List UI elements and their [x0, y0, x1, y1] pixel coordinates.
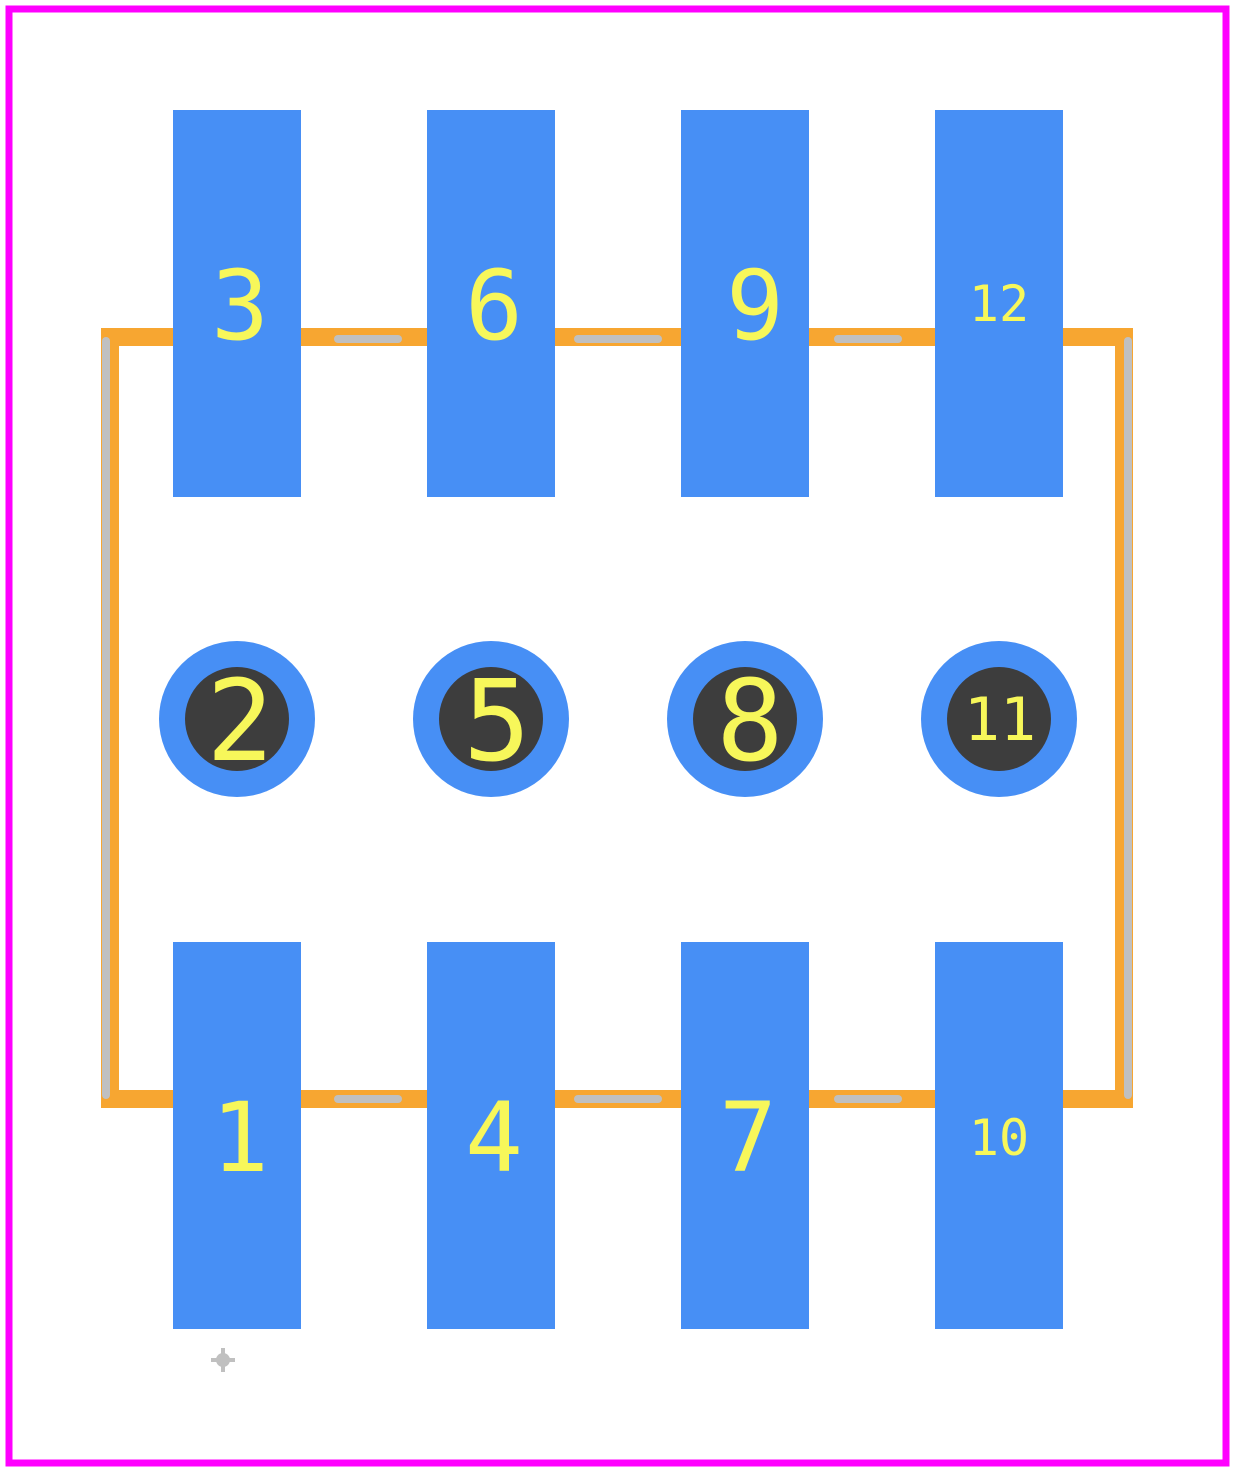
- drill-hole: [947, 667, 1051, 771]
- pad-number: 6: [465, 250, 523, 362]
- pad[interactable]: 12: [935, 110, 1063, 497]
- pad-number: 9: [726, 250, 784, 362]
- pad-rect: [935, 110, 1063, 497]
- pad[interactable]: 4: [427, 942, 555, 1329]
- pad[interactable]: 6: [427, 110, 555, 497]
- pad[interactable]: 10: [935, 942, 1063, 1329]
- pad[interactable]: 9: [681, 110, 809, 497]
- pad-number: 7: [719, 1082, 777, 1194]
- pad-number: 11: [964, 685, 1036, 755]
- pad[interactable]: 1: [173, 942, 301, 1329]
- courtyard-boundary: [5, 5, 1230, 1467]
- pad-number: 8: [716, 657, 783, 787]
- drill-hole: [693, 667, 797, 771]
- pad[interactable]: 7: [681, 942, 809, 1329]
- pad-number: 5: [463, 657, 530, 787]
- drill-hole: [185, 667, 289, 771]
- pad-number: 2: [206, 657, 273, 787]
- pad-number: 1: [211, 1082, 269, 1194]
- pad[interactable]: 11: [921, 641, 1077, 797]
- assembly-outline: [102, 335, 1132, 1103]
- pad-number: 4: [465, 1082, 523, 1194]
- pad-rect: [681, 110, 809, 497]
- pad-rect: [173, 942, 301, 1329]
- pad[interactable]: 8: [667, 641, 823, 797]
- pad-rect: [173, 110, 301, 497]
- pad[interactable]: 5: [413, 641, 569, 797]
- pad[interactable]: 3: [173, 110, 301, 497]
- pad[interactable]: 2: [159, 641, 315, 797]
- origin-marker-icon: [211, 1348, 235, 1372]
- pad-rect: [427, 942, 555, 1329]
- pad-rect: [427, 110, 555, 497]
- drill-hole: [439, 667, 543, 771]
- pad-rect: [681, 942, 809, 1329]
- pad-rect: [935, 942, 1063, 1329]
- pad-number: 10: [969, 1109, 1029, 1167]
- pad-number: 12: [969, 275, 1029, 333]
- pad-number: 3: [211, 250, 269, 362]
